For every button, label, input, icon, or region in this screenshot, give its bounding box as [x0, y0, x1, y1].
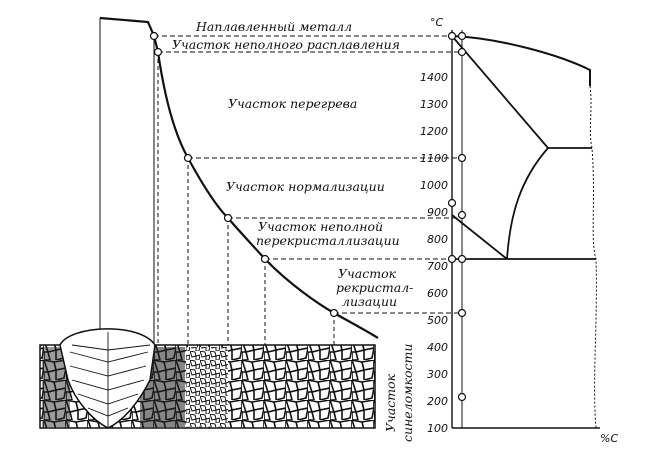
temperature-tick-label: 100	[427, 422, 448, 435]
phase-diagram-markers	[447, 31, 467, 402]
projection-lines	[153, 36, 335, 350]
temperature-connectors	[154, 35, 462, 314]
temperature-unit: °C	[430, 16, 444, 29]
zone-label-partial-recrystallization-1: Участок неполной	[258, 219, 383, 234]
temperature-tick-label: 400	[427, 341, 448, 354]
weld-bead	[59, 328, 156, 429]
zone-label-recrystallization-3: лизации	[342, 294, 397, 309]
zone-label-weld-metal: Наплавленный металл	[195, 19, 352, 34]
temperature-tick-label: 200	[427, 395, 448, 408]
temperature-tick-label: 900	[427, 206, 448, 219]
microstructure-strip	[39, 328, 376, 429]
temperature-ticks: 1400 1300 1200 1100 1000 900 800 700 600 500 400 30…	[420, 71, 448, 435]
temperature-tick-label: 1200	[420, 125, 448, 138]
temperature-tick-label: 800	[427, 233, 448, 246]
carbon-unit: %C	[600, 432, 618, 445]
temperature-tick-label: 500	[427, 314, 448, 327]
temperature-tick-label: 1400	[420, 71, 448, 84]
zone-label-partial-melting: Участок неполного расплавления	[172, 37, 400, 52]
zone-label-partial-recrystallization-2: перекристаллизации	[256, 233, 400, 248]
zone-label-overheating: Участок перегрева	[228, 96, 357, 111]
zone-label-recrystallization-1: Участок	[338, 266, 397, 281]
temperature-tick-label: 1300	[420, 98, 448, 111]
phase-diagram	[451, 30, 600, 429]
temperature-tick-label: 600	[427, 287, 448, 300]
temperature-tick-label: 300	[427, 368, 448, 381]
zone-label-normalization: Участок нормализации	[226, 179, 385, 194]
zone-label-blue-brittleness-1: Участок	[383, 373, 398, 432]
zone-label-recrystallization-2: рекристал-	[336, 280, 413, 295]
temperature-tick-label: 1100	[420, 152, 448, 165]
temperature-tick-label: 1000	[420, 179, 448, 192]
temperature-tick-label: 700	[427, 260, 448, 273]
zone-label-blue-brittleness-2: синеломкости	[400, 344, 415, 442]
curve-markers	[149, 31, 339, 318]
